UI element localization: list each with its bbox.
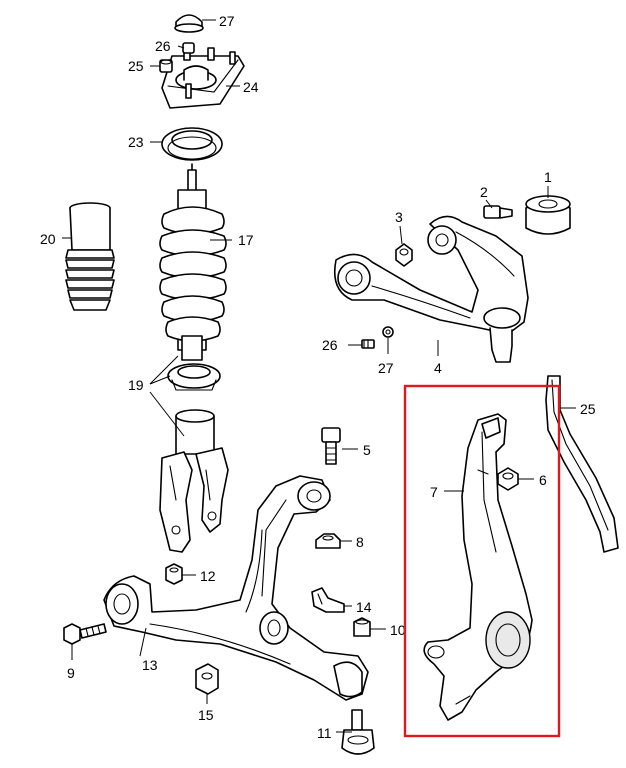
callout-8: 8: [356, 534, 364, 550]
callout-1: 1: [544, 169, 552, 185]
callout-15: 15: [198, 707, 214, 723]
leader-lines: [62, 19, 576, 733]
callout-19: 20: [40, 231, 56, 247]
callout-25: 25: [580, 401, 596, 417]
callout-labels: 27 26 25 24 23 17 20 19 1 2 3 4 26 27 5 …: [40, 13, 596, 741]
callout-22: 25: [128, 58, 144, 74]
highlight-box-part-7: [403, 384, 561, 738]
callout-16: 17: [238, 232, 254, 248]
callout-13: 13: [142, 657, 158, 673]
part-11-ball-joint: [341, 709, 375, 755]
part-27-washer: [382, 326, 394, 338]
part-21-strut-mount: [161, 45, 245, 109]
part-6-nut: [497, 467, 519, 491]
part-26-bolt: [361, 339, 375, 349]
part-2-bolt: [483, 205, 513, 219]
part-19-dust-boot: [65, 202, 115, 311]
callout-5: 5: [363, 442, 371, 458]
part-4-upper-control-arm: [333, 215, 529, 363]
part-17-clevis-bracket: [159, 409, 229, 553]
callout-11: 11: [317, 725, 332, 741]
part-12-nut: [165, 563, 183, 585]
part-17-spring-seat: [167, 363, 221, 391]
part-20-spring-isolator: [161, 127, 223, 161]
callout-3: 3: [395, 209, 403, 225]
callout-12: 12: [200, 568, 216, 584]
callout-7: 7: [430, 484, 438, 500]
part-1-bushing: [525, 195, 571, 235]
part-24-dust-cap: [174, 14, 204, 33]
part-14-sensor: [311, 587, 345, 613]
callout-21: 24: [243, 79, 259, 95]
callout-27-text: 27: [378, 360, 394, 376]
callout-14: 14: [356, 599, 372, 615]
part-13-lower-control-arm: [103, 475, 369, 701]
part-23-nut: [182, 42, 195, 54]
callout-17: 19: [128, 377, 144, 393]
callout-24: 27: [219, 13, 235, 29]
part-3-nut: [395, 243, 413, 267]
part-22-nut: [159, 59, 173, 73]
callout-20: 23: [128, 134, 144, 150]
part-10-nut: [353, 617, 371, 637]
part-8-nut: [315, 533, 341, 549]
part-7-steering-knuckle: [423, 413, 533, 721]
callout-9: 9: [67, 665, 75, 681]
part-15-bushing: [195, 663, 219, 695]
callout-2: 2: [480, 184, 488, 200]
callout-26-text: 26: [322, 337, 338, 353]
part-25-splash-shield: [545, 375, 619, 553]
part-9-bolt: [63, 623, 107, 645]
part-16-strut-assembly: [159, 163, 227, 361]
callout-6: 6: [539, 472, 547, 488]
callout-4: 4: [434, 360, 442, 376]
part-5-bolt: [321, 427, 341, 465]
callout-10: 10: [390, 622, 406, 638]
callout-23: 26: [155, 38, 171, 54]
